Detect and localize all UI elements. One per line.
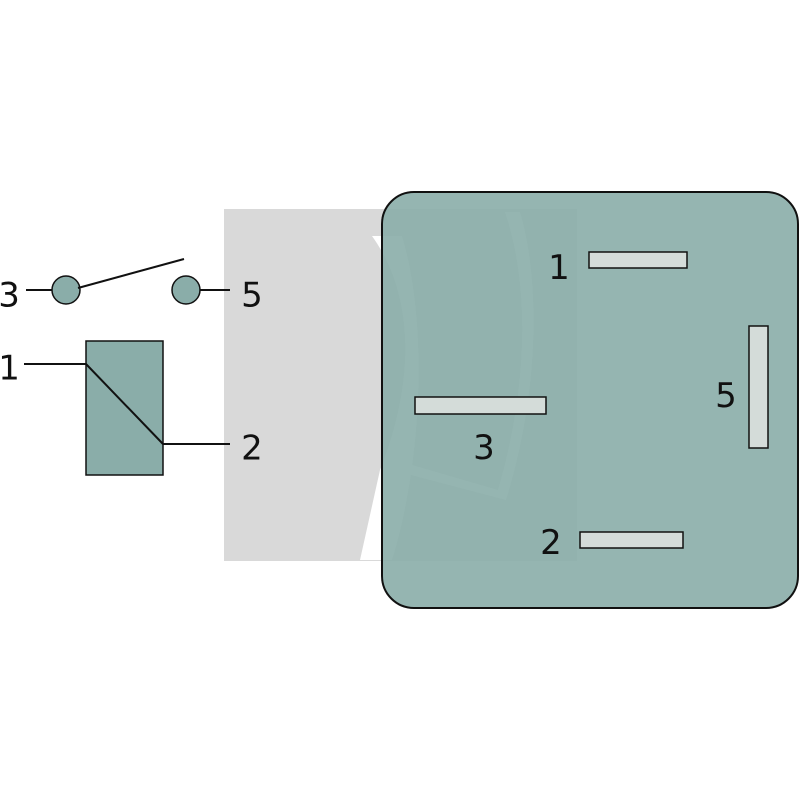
coil-box xyxy=(85,340,164,476)
switch-arm xyxy=(77,258,185,289)
terminal-1 xyxy=(588,251,688,269)
terminal-5 xyxy=(748,325,769,449)
coil-symbol: 1 2 xyxy=(0,340,263,476)
pin-1-label: 1 xyxy=(548,248,570,288)
switch-symbol: 3 5 xyxy=(0,258,263,316)
coil-label-1: 1 xyxy=(0,349,20,389)
switch-label-5: 5 xyxy=(241,276,263,316)
coil-label-2: 2 xyxy=(241,429,263,469)
pin-3-label: 3 xyxy=(473,428,495,468)
switch-label-3: 3 xyxy=(0,276,20,316)
switch-contact-left xyxy=(51,275,81,305)
relay-body xyxy=(381,191,799,609)
terminal-2 xyxy=(579,531,684,549)
pin-5-label: 5 xyxy=(715,376,737,416)
switch-contact-right xyxy=(171,275,201,305)
coil-diagonal xyxy=(85,363,164,445)
terminal-3 xyxy=(414,396,547,415)
pin-2-label: 2 xyxy=(540,523,562,563)
